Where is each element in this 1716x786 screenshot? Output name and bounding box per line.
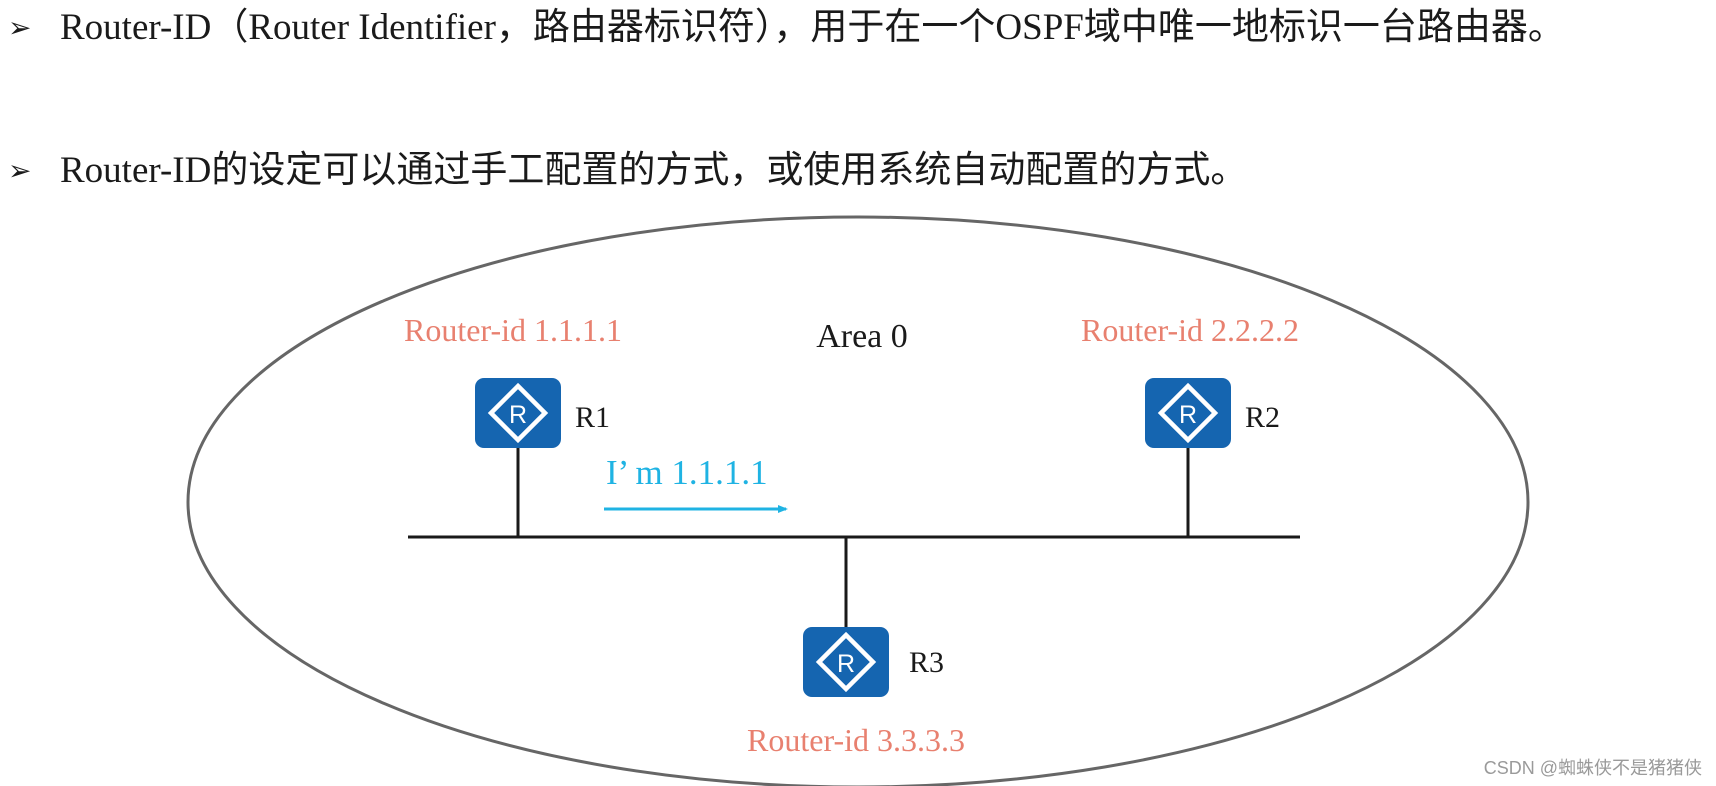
bullet-text: Router-ID的设定可以通过手工配置的方式，或使用系统自动配置的方式。 xyxy=(60,150,1248,191)
router-icon-letter: R xyxy=(509,401,527,429)
hello-message-label: I’ m 1.1.1.1 xyxy=(606,453,768,492)
bullet-arrow-icon: ➢ xyxy=(8,11,32,44)
bullet-router-id-config: ➢ Router-ID的设定可以通过手工配置的方式，或使用系统自动配置的方式。 xyxy=(0,143,1710,198)
router-id-label: Router-id 3.3.3.3 xyxy=(747,722,965,758)
router-icon: R xyxy=(475,378,561,448)
bullet-text: Router-ID（Router Identifier，路由器标识符），用于在一… xyxy=(60,7,1565,48)
watermark: CSDN @蜘蛛侠不是猪猪侠 xyxy=(1483,758,1702,778)
router-icon-letter: R xyxy=(837,650,855,678)
bullet-arrow-icon: ➢ xyxy=(8,154,32,187)
router-r2[interactable]: Router-id 2.2.2.2 R R2 xyxy=(1081,312,1299,448)
router-id-label: Router-id 2.2.2.2 xyxy=(1081,312,1299,348)
area-label: Area 0 xyxy=(816,318,908,355)
router-name: R2 xyxy=(1245,401,1280,434)
router-name: R3 xyxy=(909,646,944,679)
router-r1[interactable]: Router-id 1.1.1.1 R R1 xyxy=(404,312,622,448)
router-name: R1 xyxy=(575,401,610,434)
bullet-router-id-definition: ➢ Router-ID（Router Identifier，路由器标识符），用于… xyxy=(0,0,1710,55)
router-icon: R xyxy=(1145,378,1231,448)
router-icon: R xyxy=(803,627,889,697)
router-r3[interactable]: R R3 Router-id 3.3.3.3 xyxy=(747,627,965,758)
router-icon-letter: R xyxy=(1179,401,1197,429)
area-boundary xyxy=(186,215,1530,786)
router-id-label: Router-id 1.1.1.1 xyxy=(404,312,622,348)
